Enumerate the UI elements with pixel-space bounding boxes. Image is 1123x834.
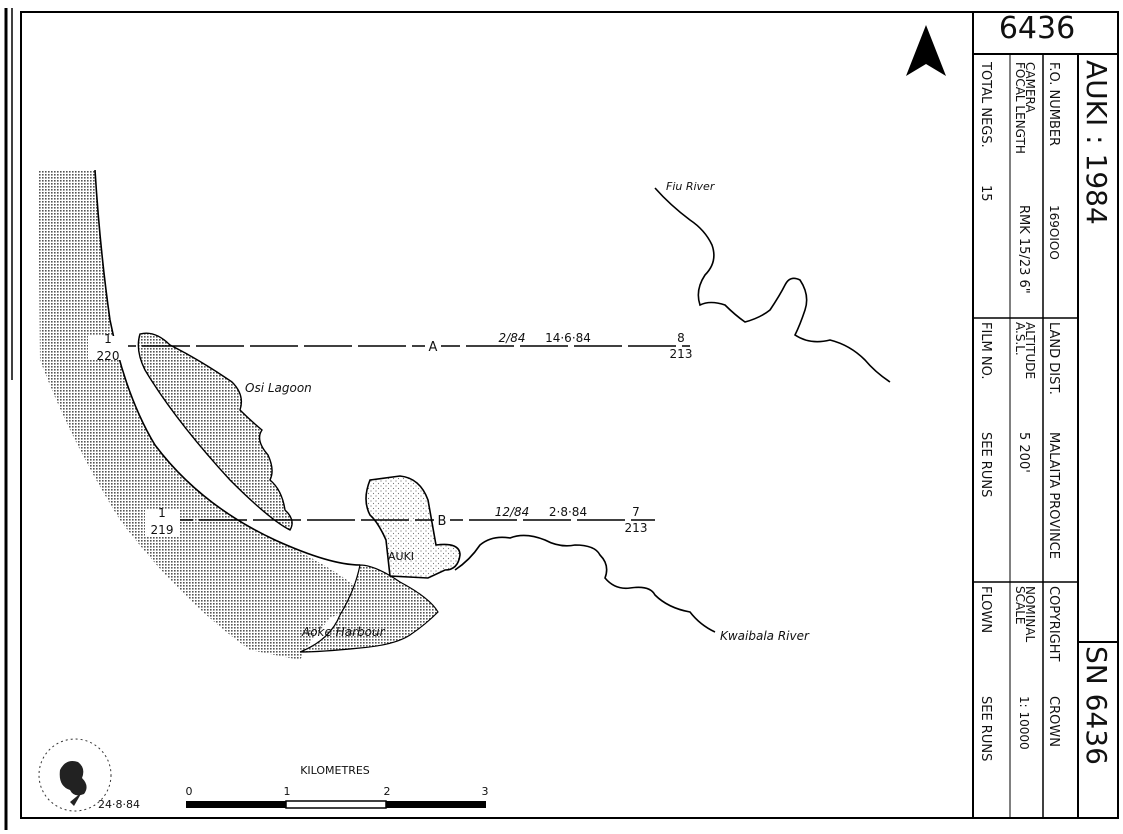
run-a-film: 2/84	[499, 331, 526, 345]
altitude-label: ALTITUDE	[1023, 322, 1037, 379]
copyright-value: CROWN	[1046, 696, 1061, 747]
osi-lagoon-shape	[137, 332, 293, 531]
map-title: AUKI : 1984	[1080, 60, 1113, 225]
run-a-letter: A	[429, 340, 438, 355]
fiu-river	[654, 187, 891, 383]
harbour-shading	[299, 564, 439, 653]
run-a-start-bottom: 220	[97, 349, 120, 363]
sea-shading	[38, 170, 360, 660]
north-label: N	[922, 66, 930, 79]
mapping-company-seal	[38, 738, 112, 812]
film-no-label: FILM NO.	[978, 322, 993, 379]
scale-tick-1: 1	[284, 785, 291, 798]
copyright-label: COPYRIGHT	[1046, 586, 1061, 662]
land-dist-label: LAND DIST.	[1046, 322, 1061, 395]
auki-town-area	[365, 475, 461, 579]
run-b-date: 2·8·84	[549, 505, 587, 519]
run-a-end-top: 8	[677, 331, 685, 345]
scale-tick-0: 0	[186, 785, 193, 798]
scale-tick-2: 2	[384, 785, 391, 798]
kwaibala-river	[454, 534, 716, 633]
run-b-start-top: 1	[158, 506, 166, 520]
scale-value: 1: 10000	[1017, 696, 1031, 750]
north-arrow-icon: N	[906, 25, 946, 79]
asl-label: A.S.L.	[1013, 322, 1027, 356]
fo-number-value: 169OIOO	[1047, 205, 1061, 260]
run-a-date: 14·6·84	[545, 331, 591, 345]
run-a-start-top: 1	[104, 332, 112, 346]
sn-code: SN 6436	[1080, 646, 1113, 765]
altitude-value: 5 200'	[1016, 432, 1031, 473]
total-negs-label: TOTAL NEGS.	[978, 61, 993, 148]
osi-lagoon-label: Osi Lagoon	[245, 381, 312, 395]
flown-label: FLOWN	[978, 586, 993, 633]
aoke-harbour-label: Aoke Harbour	[301, 625, 386, 639]
info-panel	[972, 12, 1118, 818]
scale-label: SCALE	[1013, 586, 1027, 624]
run-b-end-bottom: 213	[625, 521, 648, 535]
run-b-start-box	[145, 510, 180, 536]
auki-label: AUKI	[388, 550, 414, 563]
date-stamp: 24·8·84	[98, 798, 140, 811]
run-a-letter-box	[425, 338, 441, 354]
fo-number-label: F.O. NUMBER	[1046, 62, 1061, 146]
run-a-end-bottom: 213	[670, 347, 693, 361]
land-dist-value: MALAITA PROVINCE	[1046, 432, 1061, 559]
run-b-start-bottom: 219	[151, 523, 174, 537]
scale-bar-title: KILOMETRES	[300, 764, 370, 777]
nominal-label: NOMINAL	[1023, 586, 1037, 643]
map-border	[20, 11, 1119, 819]
kwaibala-river-label: Kwaibala River	[720, 629, 810, 643]
focal-length-label: FOCAL LENGTH	[1013, 62, 1027, 154]
run-b-letter: B	[438, 514, 447, 529]
coastline	[94, 169, 361, 566]
run-a-start-box	[88, 336, 128, 360]
sheet-number: 6436	[999, 11, 1075, 46]
scale-tick-3: 3	[482, 785, 489, 798]
film-no-value: SEE RUNS	[978, 432, 993, 497]
total-negs-value: 15	[978, 185, 993, 202]
camera-value: RMK 15/23 6"	[1016, 205, 1031, 294]
run-b-film: 12/84	[495, 505, 530, 519]
scale-bar	[186, 800, 486, 809]
flown-value: SEE RUNS	[978, 696, 993, 761]
camera-label: CAMERA	[1023, 62, 1037, 113]
fiu-river-label: Fiu River	[666, 180, 716, 193]
run-b-letter-box	[434, 512, 450, 528]
run-b-end-top: 7	[632, 505, 640, 519]
